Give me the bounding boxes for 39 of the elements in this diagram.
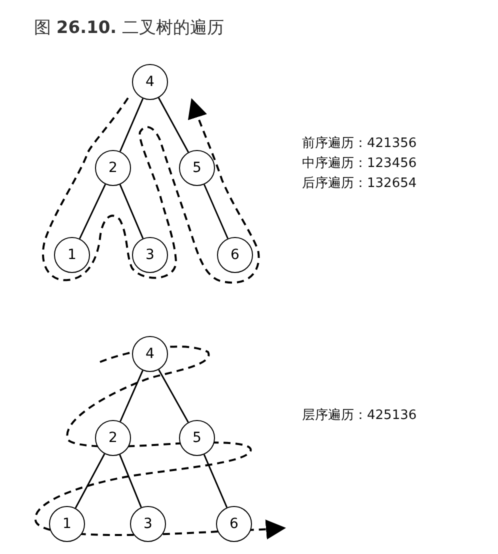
node-number: 2 [108,160,118,176]
tree-node [179,420,215,456]
tree-edge [203,454,228,508]
node-number: 1 [62,516,72,532]
tree-node [179,150,215,186]
traversal-order: 后序遍历：132654 [302,175,417,192]
node-number: 3 [144,516,152,532]
traversal-order: 前序遍历：421356 [302,135,417,152]
tree-node [130,506,166,542]
node-number: 2 [108,430,118,446]
tree-node [132,237,168,273]
tree-node [95,150,131,186]
tree-edge [74,454,106,508]
tree-edge [119,184,144,239]
tree-edge [158,369,189,423]
tree-node [217,237,253,273]
traversal-order: 中序遍历：123456 [302,155,417,172]
tree-edge [79,184,106,240]
tree-node [54,237,90,273]
tree-node [132,64,168,100]
tree-edge [158,97,190,153]
node-number: 4 [146,74,154,90]
tree-edge [120,370,144,422]
node-number: 6 [230,516,238,532]
traversal-order: 层序遍历：425136 [302,407,417,424]
node-number: 4 [146,346,154,362]
figure-title: 图 26.10. 二叉树的遍历 [34,17,224,39]
node-number: 5 [192,160,202,176]
tree-node [216,506,252,542]
node-number: 1 [68,247,76,263]
node-number: 3 [146,247,154,263]
tree-node [95,420,131,456]
node-number: 6 [230,247,240,263]
tree-edge [204,184,228,239]
tree-edge [119,98,144,152]
node-number: 5 [192,430,202,446]
tree-node [49,506,85,542]
tree-edge [119,454,142,508]
tree-node [132,336,168,372]
